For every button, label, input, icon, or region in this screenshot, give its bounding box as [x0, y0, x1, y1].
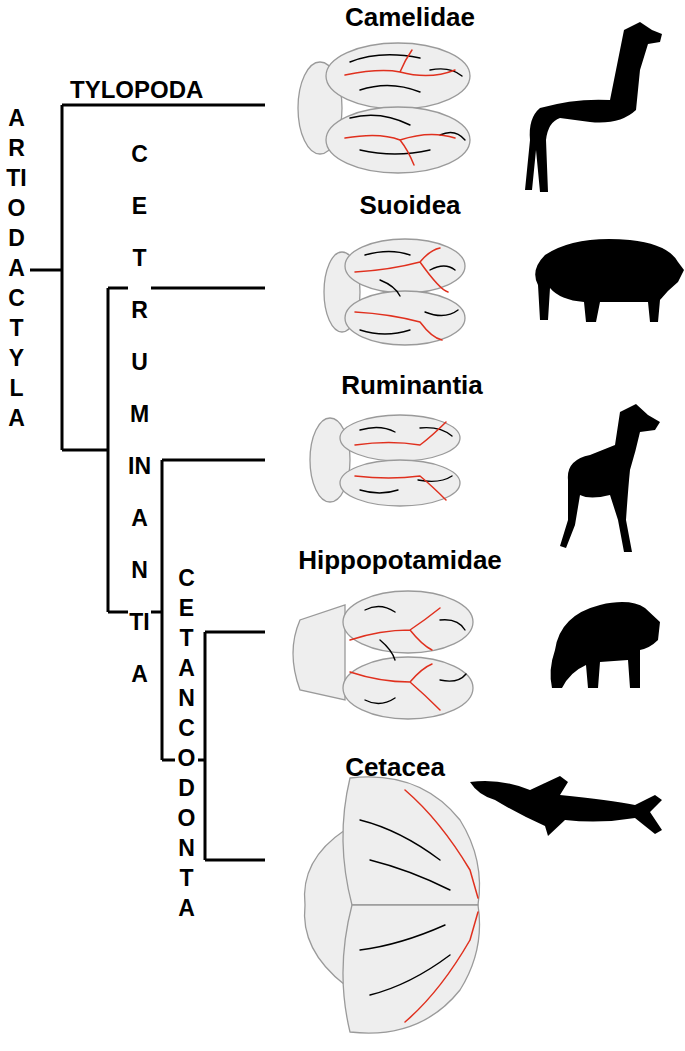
brain-sulci [350, 55, 466, 995]
clade-label-vertical: CETRUMINANTIA [128, 128, 151, 700]
taxon-title: Hippopotamidae [298, 545, 502, 576]
clade-label-vertical: ARTIODACTYLA [5, 103, 28, 433]
animal-silhouettes [470, 22, 684, 836]
clade-label-vertical: CETANCODONTA [175, 563, 198, 923]
clade-label: TYLOPODA [70, 76, 203, 104]
taxon-title: Suoidea [359, 190, 460, 221]
tree-branches [30, 105, 265, 860]
taxon-title: Cetacea [345, 752, 445, 783]
brain-red-sulci [345, 50, 478, 1022]
brain-outlines [293, 43, 480, 1033]
taxon-title: Ruminantia [341, 370, 483, 401]
taxon-title: Camelidae [345, 2, 475, 33]
